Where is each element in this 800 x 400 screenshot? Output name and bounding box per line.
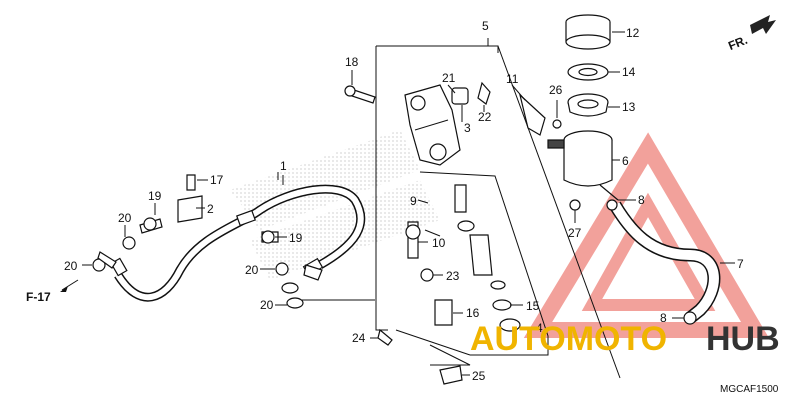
label-part-8a: 8 (638, 193, 645, 207)
watermark-brand: AUTOMOTO HUB (470, 320, 780, 358)
reservoir-cap-12 (565, 14, 611, 50)
small-parts (92, 81, 697, 385)
label-part-27: 27 (568, 226, 582, 240)
label-part-9: 9 (410, 194, 417, 208)
ref-arrow (60, 279, 79, 292)
label-part-4: 4 (536, 321, 543, 335)
label-part-13: 13 (622, 100, 636, 114)
reference-label: F-17 (26, 290, 51, 304)
label-part-11: 11 (506, 72, 519, 86)
label-part-24: 24 (352, 331, 366, 345)
label-part-12: 12 (626, 26, 640, 40)
label-part-8b: 8 (660, 311, 667, 325)
label-part-21: 21 (442, 71, 456, 85)
label-part-18: 18 (345, 55, 359, 69)
label-part-6: 6 (622, 154, 629, 168)
label-part-2: 2 (207, 202, 214, 216)
label-part-15: 15 (526, 299, 540, 313)
diaphragm-13 (567, 93, 609, 117)
front-direction-indicator (750, 15, 776, 34)
label-part-17: 17 (210, 173, 224, 187)
label-part-16: 16 (466, 306, 480, 320)
label-part-3: 3 (464, 121, 471, 135)
diagram-code: MGCAF1500 (720, 384, 779, 395)
front-direction-label: FR. (726, 33, 749, 53)
watermark-text-automoto: AUTOMOTO (470, 320, 667, 358)
watermark-text-hub: HUB (706, 320, 780, 358)
label-part-7: 7 (737, 257, 744, 271)
hose-part-1 (110, 184, 366, 302)
master-cylinder-body (404, 84, 461, 166)
label-part-14: 14 (622, 65, 636, 79)
part-number-labels: 5 12 14 13 6 8 7 8 18 21 3 22 11 26 1 17… (64, 19, 744, 383)
label-part-19a: 19 (148, 189, 162, 203)
label-part-1: 1 (280, 159, 287, 173)
assembly-lines (282, 38, 621, 379)
label-part-23: 23 (446, 269, 460, 283)
hose-part-7 (609, 201, 721, 324)
leader-lines (82, 31, 735, 376)
label-part-25: 25 (472, 369, 486, 383)
label-part-26: 26 (549, 83, 563, 97)
label-part-20b: 20 (64, 259, 78, 273)
label-part-22: 22 (478, 110, 492, 124)
label-part-20c: 20 (245, 263, 259, 277)
label-part-20d: 20 (260, 298, 274, 312)
label-part-20a: 20 (118, 211, 132, 225)
reservoir-tank-6 (547, 130, 619, 201)
label-part-19b: 19 (289, 231, 303, 245)
plate-14 (567, 63, 609, 81)
label-part-10: 10 (432, 236, 446, 250)
label-part-5: 5 (482, 19, 489, 33)
